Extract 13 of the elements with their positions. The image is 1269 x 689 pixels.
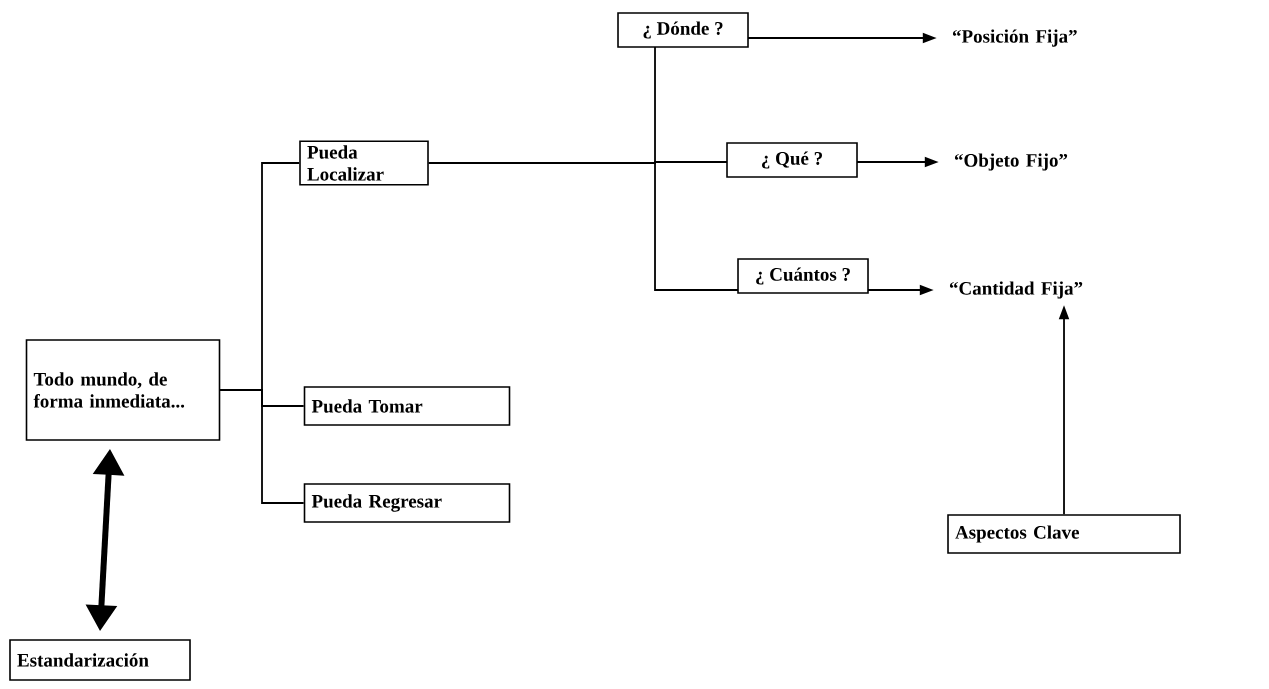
result-text: “Cantidad Fija”	[949, 281, 1083, 299]
process-box: Pueda Tomar	[303, 386, 511, 426]
result-text: “Posición Fija”	[952, 29, 1077, 47]
process-box: Pueda Localizar	[299, 140, 429, 186]
edge-label: ¿ Qué ?	[726, 142, 858, 178]
edge-label: ¿ Dónde ?	[617, 12, 749, 48]
connector-line	[219, 389, 305, 504]
process-box: Estandarización	[9, 639, 191, 681]
process-box: Pueda Regresar	[303, 483, 511, 523]
result-text: “Objeto Fijo”	[954, 153, 1068, 171]
edge-label: ¿ Cuántos ?	[737, 258, 869, 294]
process-box: Todo mundo, de forma inmediata...	[25, 339, 221, 441]
process-box: Aspectos Clave	[947, 514, 1181, 554]
